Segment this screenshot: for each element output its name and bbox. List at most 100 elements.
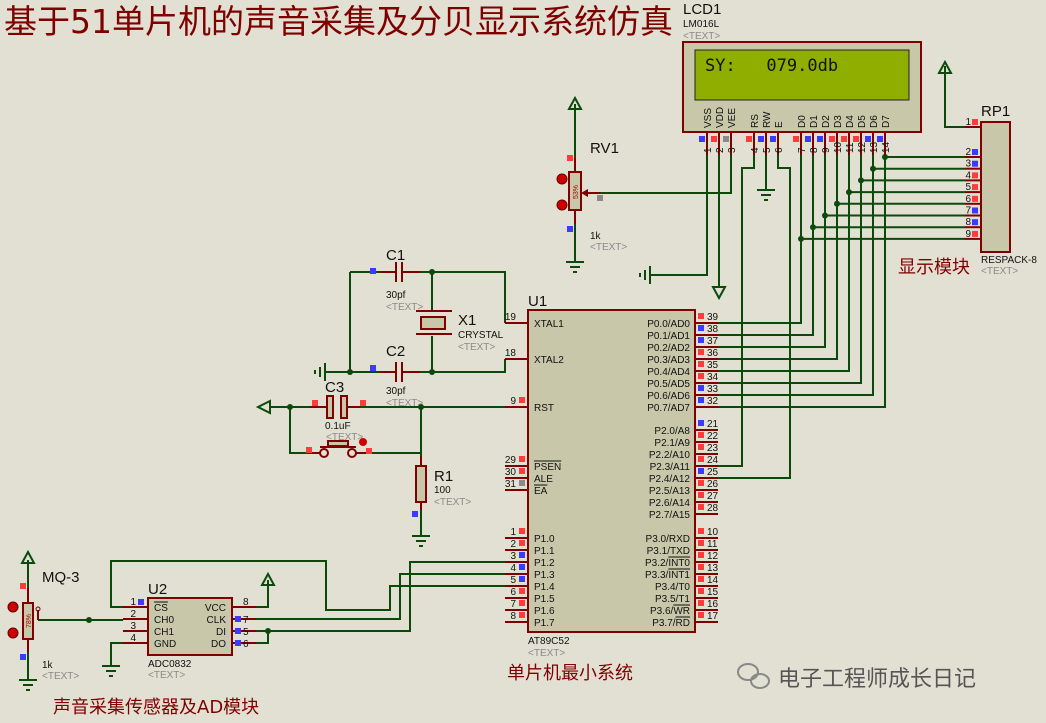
u1-pin-1[interactable]: 1P1.0 (505, 527, 555, 545)
u2-adc[interactable]: U2 ADC0832 <TEXT> 1CS2CH03CH14GND8VCC7CL… (123, 581, 256, 681)
ground-icon (102, 665, 120, 677)
lcd-pin-d1[interactable]: D18 (805, 115, 820, 155)
rp1-pin-5[interactable]: 5 (965, 182, 981, 194)
lcd-pin-e[interactable]: E6 (770, 121, 785, 155)
u1-pin-6[interactable]: 6P1.5 (505, 587, 555, 605)
c1-capacitor[interactable]: C1 30pf <TEXT> (370, 247, 423, 313)
rp1-pin-6[interactable]: 6 (965, 194, 981, 205)
rp1-pin-1[interactable]: 1 (965, 117, 981, 128)
rp1-pin-9[interactable]: 9 (965, 229, 981, 240)
pin-number: 3 (130, 621, 136, 632)
u1-microcontroller[interactable]: U1 AT89C52 <TEXT> 19XTAL118XTAL29RST29PS… (505, 293, 719, 659)
c3-capacitor[interactable]: C3 0.1uF <TEXT> (310, 379, 366, 443)
pin-number: 4 (750, 147, 761, 153)
pin-number: 7 (797, 147, 808, 153)
rp1-pin-7[interactable]: 7 (965, 206, 981, 217)
pin-state-marker (817, 136, 823, 142)
rp1-pin-3[interactable]: 3 (965, 159, 981, 170)
pin-number: 1 (703, 147, 714, 153)
lcd-pin-rs[interactable]: RS4 (746, 114, 761, 155)
u1-pin-2[interactable]: 2P1.1 (505, 539, 555, 557)
u2-pin-di[interactable]: 5DI (216, 627, 256, 638)
mq3-sensor-potentiometer[interactable]: MQ-3 78% 1k <TEXT> (7, 569, 80, 682)
r1-resistor[interactable]: R1 100 <TEXT> (412, 456, 471, 517)
lcd-pin-d0[interactable]: D07 (793, 115, 808, 155)
lcd-component[interactable]: LCD1 LM016L <TEXT> SY: 079.0db VSS1VDD2V… (682, 1, 922, 155)
ground-icon (639, 266, 651, 284)
pin-state-marker (698, 349, 704, 355)
decrement-button[interactable] (7, 627, 19, 639)
u1-pin-5[interactable]: 5P1.4 (505, 575, 555, 593)
lcd-pin-d2[interactable]: D29 (817, 115, 832, 155)
rv1-potentiometer[interactable]: RV1 53% 1k <TEXT> (556, 140, 627, 253)
rp1-pin-8[interactable]: 8 (965, 217, 981, 229)
pin-state-marker (972, 195, 978, 202)
u2-pin-do[interactable]: 6DO (211, 639, 256, 650)
u2-pin-cs[interactable]: 1CS (123, 597, 168, 614)
pin-state-marker (698, 492, 704, 498)
c2-capacitor[interactable]: C2 30pf <TEXT> (370, 343, 423, 409)
rp1-pin-4[interactable]: 4 (965, 170, 981, 182)
pin-number: 35 (707, 360, 719, 371)
reset-button[interactable] (306, 438, 372, 458)
decrement-button[interactable] (556, 199, 568, 211)
u1-pin-4[interactable]: 4P1.3 (505, 563, 555, 581)
rp1-pin-2[interactable]: 2 (965, 147, 981, 158)
u1-pin-3[interactable]: 3P1.2 (505, 551, 555, 569)
pin-state-marker (758, 136, 764, 142)
lcd-pin-rw[interactable]: RW5 (758, 111, 773, 155)
u1-pin-8[interactable]: 8P1.7 (505, 611, 555, 629)
increment-button[interactable] (7, 601, 19, 613)
increment-button[interactable] (556, 173, 568, 185)
c3-text-placeholder: <TEXT> (326, 432, 363, 443)
pin-number: 13 (869, 141, 880, 153)
x1-crystal[interactable]: X1 CRYSTAL <TEXT> (416, 310, 504, 353)
u1-pin-7[interactable]: 7P1.6 (505, 599, 555, 617)
pin-label: XTAL2 (534, 355, 564, 366)
